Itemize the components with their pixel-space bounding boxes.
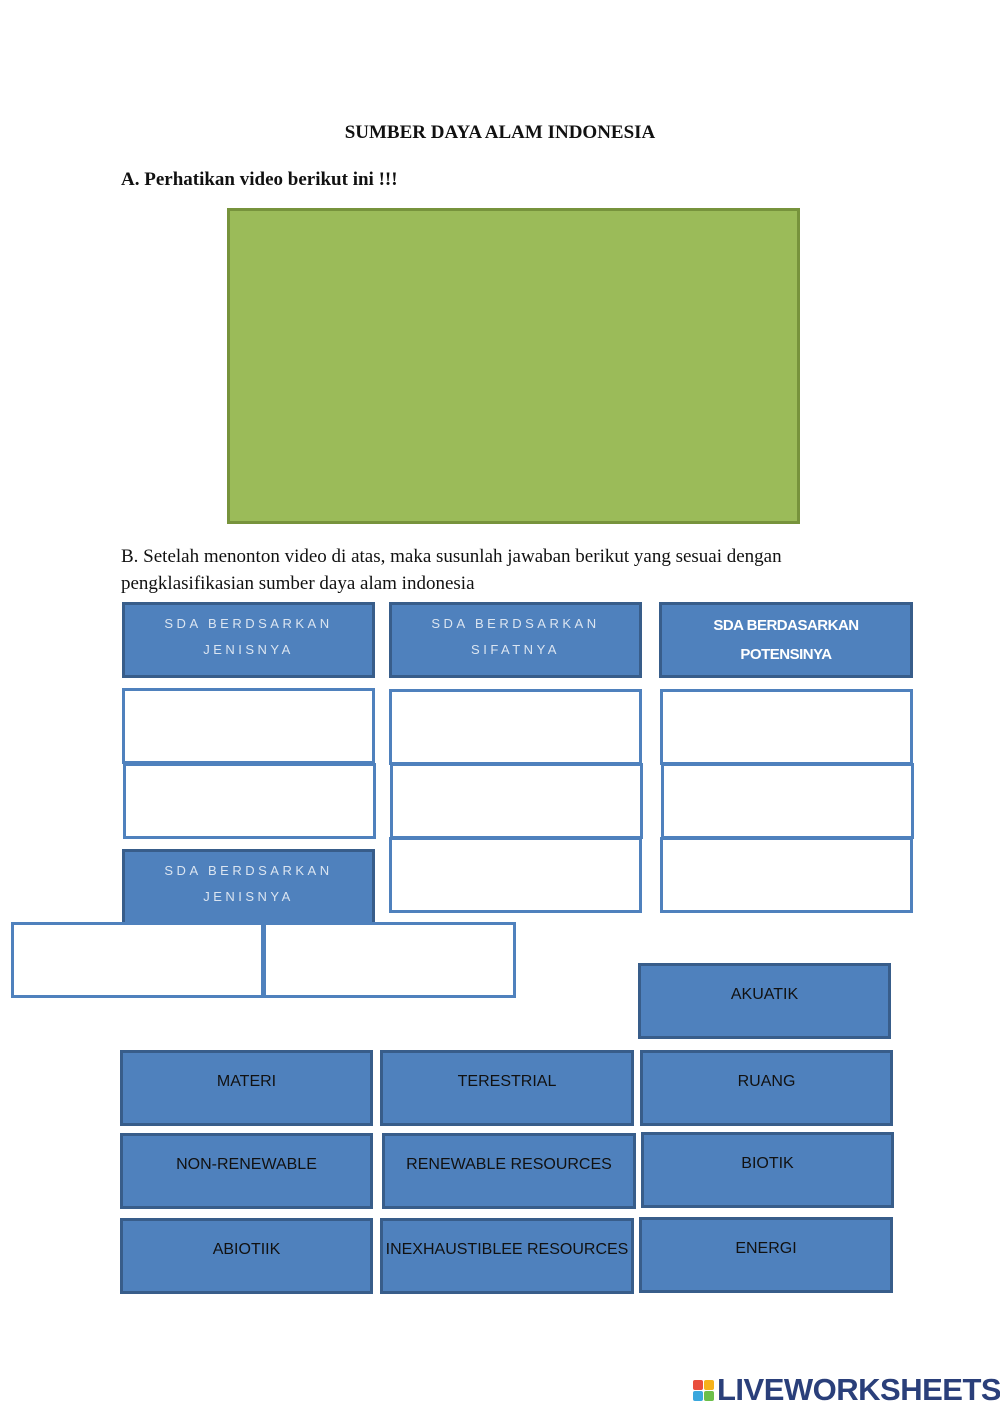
page-title: SUMBER DAYA ALAM INDONESIA [344, 122, 656, 143]
drop-slot-sifat-3[interactable] [389, 837, 642, 913]
header-jenis-label: SDA BERDSARKAN JENISNYA [164, 616, 333, 657]
drop-slot-jenis2-1[interactable] [11, 922, 264, 998]
logo-square-3 [693, 1390, 703, 1401]
drop-slot-jenis-2[interactable] [123, 763, 376, 839]
answer-chip-ruang[interactable]: RUANG [640, 1050, 893, 1126]
liveworksheets-brand: LIVEWORKSHEETS [717, 1372, 1000, 1407]
drop-slot-jenis2-2[interactable] [263, 922, 516, 998]
section-b-instruction: B. Setelah menonton video di atas, maka … [121, 546, 782, 594]
section-a-heading: A. Perhatikan video berikut ini !!! [121, 169, 398, 190]
liveworksheets-logo-icon [693, 1379, 714, 1401]
drop-slot-potensi-3[interactable] [660, 837, 913, 913]
answer-chip-energi[interactable]: ENERGI [639, 1217, 893, 1293]
drop-slot-sifat-1[interactable] [389, 689, 642, 765]
drop-slot-jenis-1[interactable] [122, 688, 375, 764]
header-jenis-2-label: SDA BERDSARKAN JENISNYA [164, 863, 333, 904]
header-jenis-2: SDA BERDSARKAN JENISNYA [122, 849, 375, 925]
answer-chip-renewable[interactable]: RENEWABLE RESOURCES [382, 1133, 636, 1209]
answer-chip-abiotiik[interactable]: ABIOTIIK [120, 1218, 373, 1294]
drop-slot-potensi-1[interactable] [660, 689, 913, 765]
logo-square-2 [704, 1379, 714, 1390]
drop-slot-sifat-2[interactable] [390, 763, 643, 839]
header-potensi-label: SDA BERDASARKAN POTENSINYA [713, 617, 859, 663]
liveworksheets-logo[interactable]: LIVEWORKSHEETS [693, 1372, 1000, 1408]
logo-square-1 [693, 1379, 703, 1390]
answer-chip-materi[interactable]: MATERI [120, 1050, 373, 1126]
logo-square-4 [704, 1390, 714, 1401]
answer-chip-non-renewable[interactable]: NON-RENEWABLE [120, 1133, 373, 1209]
header-sifat-label: SDA BERDSARKAN SIFATNYA [431, 616, 600, 657]
header-potensi: SDA BERDASARKAN POTENSINYA [659, 602, 913, 678]
answer-chip-inexhaustible[interactable]: INEXHAUSTIBLEE RESOURCES [380, 1218, 634, 1294]
drop-slot-potensi-2[interactable] [661, 763, 914, 839]
video-placeholder[interactable] [227, 208, 800, 524]
answer-chip-akuatik[interactable]: AKUATIK [638, 963, 891, 1039]
header-jenis: SDA BERDSARKAN JENISNYA [122, 602, 375, 678]
answer-chip-terestrial[interactable]: TERESTRIAL [380, 1050, 634, 1126]
header-sifat: SDA BERDSARKAN SIFATNYA [389, 602, 642, 678]
answer-chip-biotik[interactable]: BIOTIK [641, 1132, 894, 1208]
